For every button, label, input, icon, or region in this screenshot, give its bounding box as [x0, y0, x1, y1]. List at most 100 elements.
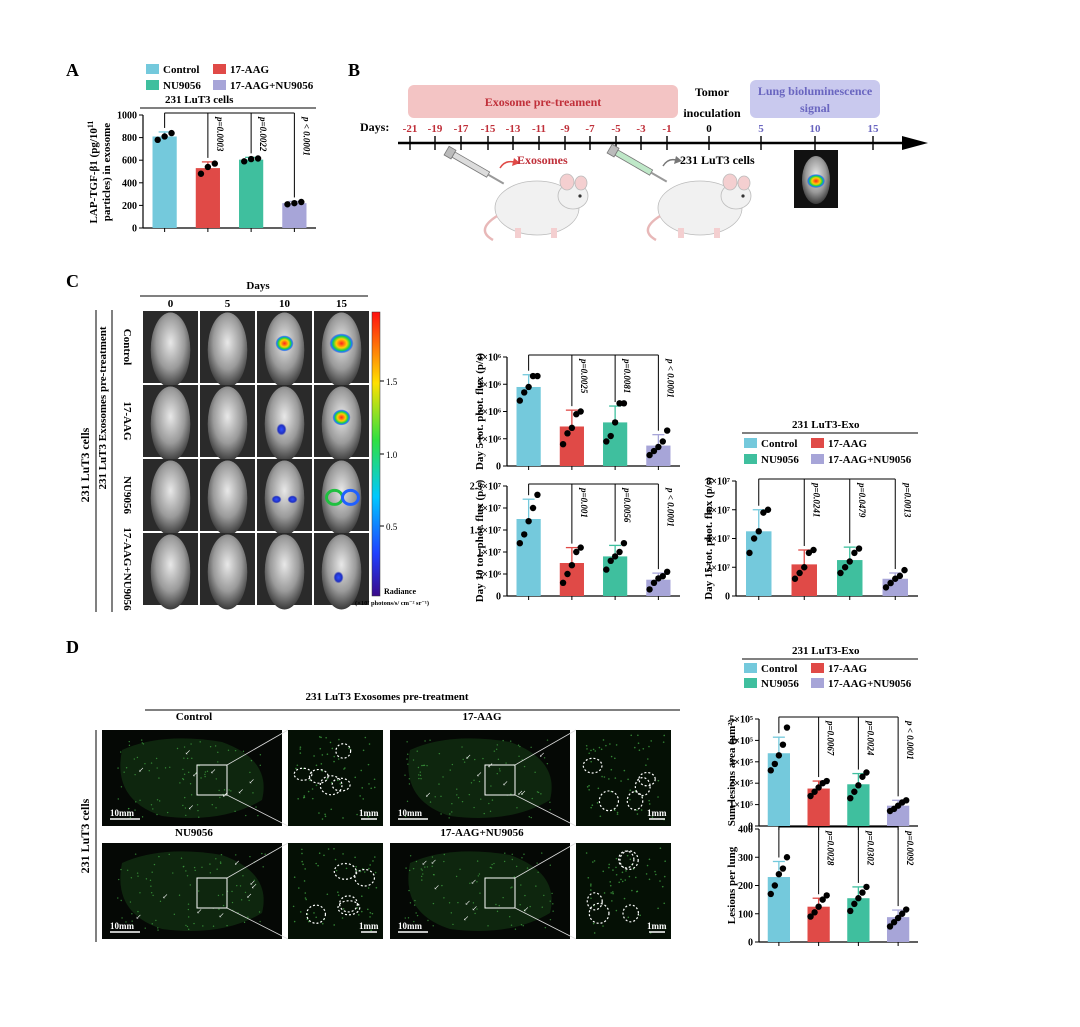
tissue-speck: [150, 762, 153, 764]
timeline-day-label: -17: [454, 123, 469, 135]
tissue-speck: [636, 809, 638, 811]
y-tick-label: 2×10⁶: [477, 407, 501, 418]
tissue-speck: [438, 783, 440, 785]
tissue-speck: [531, 797, 533, 800]
tissue-speck: [148, 769, 150, 772]
tissue-speck: [374, 856, 376, 858]
tissue-speck: [610, 755, 613, 758]
tissue-speck: [318, 852, 321, 854]
lesion-arrow-icon: ↙: [520, 789, 526, 797]
tissue-speck: [217, 761, 219, 763]
tissue-speck: [610, 892, 612, 894]
tissue-speck: [185, 924, 187, 927]
tissue-speck: [418, 777, 420, 780]
tissue-speck: [523, 765, 526, 768]
legend-label-combo: 17-AAG+NU9056: [230, 80, 314, 92]
tissue-speck: [179, 782, 181, 784]
data-point: [655, 443, 662, 451]
tissue-speck: [551, 892, 553, 895]
tissue-speck: [193, 922, 195, 925]
y-tick-label: 2×10⁷: [706, 563, 730, 574]
data-point: [298, 198, 305, 206]
tissue-speck: [589, 889, 592, 891]
tissue-speck: [299, 752, 302, 754]
tissue-speck: [419, 774, 422, 777]
tissue-speck: [406, 800, 409, 803]
tissue-speck: [301, 852, 303, 855]
scale-label: 10mm: [398, 921, 422, 931]
data-point: [819, 896, 826, 903]
lesion-arrow-icon: ↙: [234, 859, 240, 867]
data-point: [197, 170, 205, 177]
tissue-speck: [421, 879, 423, 881]
tissue-speck: [623, 769, 626, 772]
zoom-connector: [226, 794, 289, 827]
y-tick-label: 400: [738, 825, 753, 836]
p-value-label: p=0.0056: [622, 487, 632, 523]
bar-0: [152, 136, 177, 228]
mouse-body: [150, 386, 191, 462]
tissue-speck: [134, 853, 137, 855]
tissue-speck: [197, 809, 199, 812]
tissue-speck: [456, 788, 458, 790]
tissue-speck: [244, 891, 247, 894]
tile-label: NU9056: [175, 827, 213, 839]
data-point: [204, 163, 212, 171]
tissue-speck: [608, 866, 610, 869]
tissue-speck: [318, 812, 320, 814]
tissue-speck: [546, 762, 549, 765]
tissue-speck: [367, 908, 369, 911]
tissue-speck: [321, 770, 324, 772]
lung-signal-box: [750, 80, 880, 118]
legend-label-control: Control: [761, 663, 797, 675]
tissue-speck: [461, 746, 463, 748]
panel-d-side-label: 231 LuT3 cells: [78, 798, 92, 873]
tissue-speck: [513, 876, 516, 878]
tissue-speck: [118, 878, 120, 881]
timeline-day-label: 5: [758, 123, 764, 135]
exosomes-label: Exosomes: [517, 153, 568, 167]
tissue-speck: [236, 884, 238, 887]
tissue-speck: [602, 925, 604, 927]
mouse-image: [314, 385, 369, 462]
mouse-body: [264, 534, 305, 610]
y-tick-label: 1×10⁶: [477, 434, 501, 445]
data-point: [771, 760, 779, 768]
tissue-speck: [495, 748, 498, 750]
data-point: [815, 784, 822, 791]
tissue-speck: [611, 900, 613, 902]
tissue-speck: [448, 817, 450, 819]
tissue-speck: [166, 811, 169, 814]
tissue-speck: [594, 750, 597, 752]
mouse-body: [264, 460, 305, 536]
y-tick-label: 0: [725, 592, 730, 603]
tissue-speck: [180, 857, 183, 859]
tissue-speck: [618, 881, 621, 884]
legend-swatch-aag: [213, 64, 226, 74]
tissue-speck: [202, 925, 204, 927]
tissue-speck: [217, 894, 220, 897]
tissue-speck: [325, 736, 327, 739]
tissue-speck: [461, 800, 464, 803]
mouse-image: [200, 533, 255, 610]
tissue-speck: [248, 899, 250, 902]
legend-swatch-combo: [213, 80, 226, 90]
tissue-speck: [182, 777, 184, 780]
tissue-speck: [128, 744, 131, 747]
tissue-speck: [315, 784, 318, 787]
lesion-arrow-icon: ↙: [196, 908, 202, 916]
tissue-speck: [255, 806, 257, 808]
lesion-arrow-icon: ↙: [472, 904, 478, 912]
tissue-speck: [172, 872, 174, 874]
tissue-speck: [510, 924, 513, 926]
tissue-speck: [651, 816, 654, 818]
scale-label: 1mm: [359, 921, 379, 931]
scale-label: 10mm: [398, 808, 422, 818]
data-point: [764, 506, 772, 513]
data-point: [775, 752, 783, 759]
tissue-speck: [228, 789, 230, 791]
imaging-grid: [143, 311, 369, 610]
